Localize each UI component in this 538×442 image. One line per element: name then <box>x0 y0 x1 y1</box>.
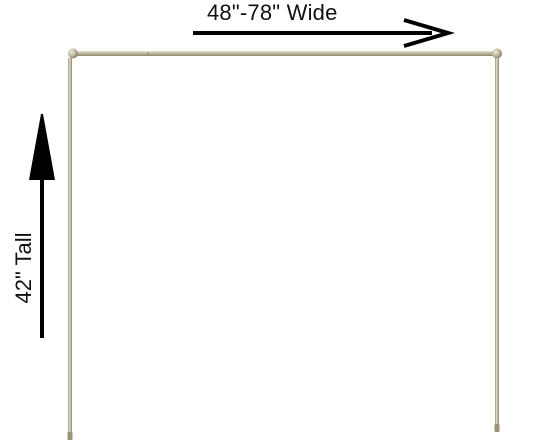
height-label-container: 42" Tall <box>4 218 44 318</box>
right-finial <box>492 48 502 59</box>
top-crossbar <box>72 51 498 56</box>
left-leg <box>67 58 73 440</box>
right-leg <box>494 58 500 432</box>
width-arrow-icon <box>193 18 456 48</box>
height-arrow-icon <box>29 113 55 338</box>
width-label: 48"-78" Wide <box>207 0 338 25</box>
height-label: 42" Tall <box>11 232 36 304</box>
left-finial <box>68 48 78 59</box>
